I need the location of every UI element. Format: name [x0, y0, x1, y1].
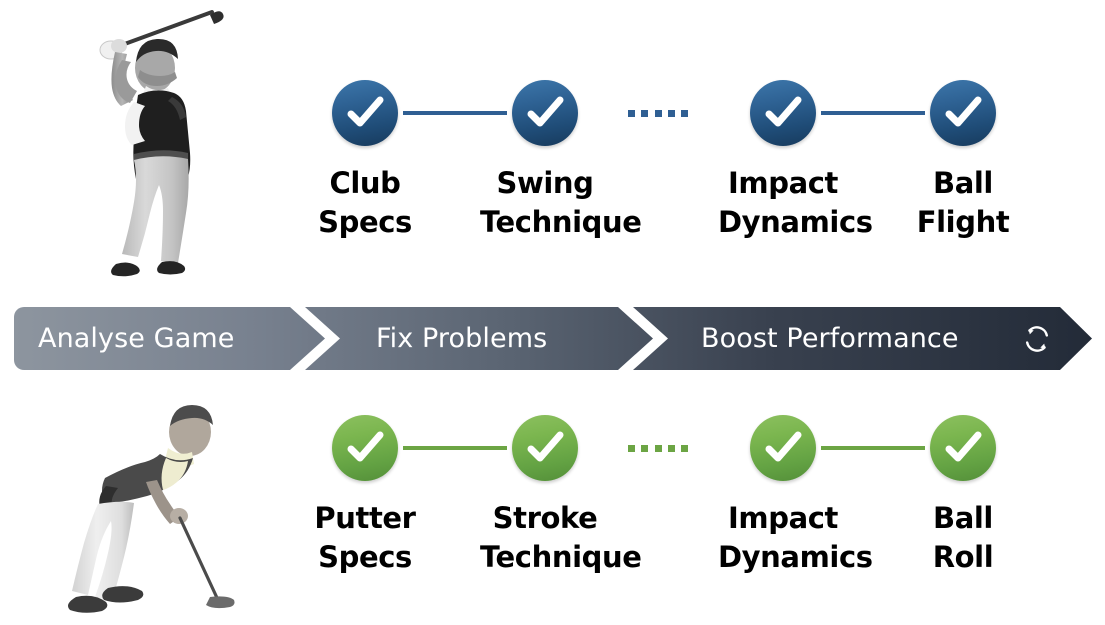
- connector-solid-1: [403, 111, 507, 115]
- status-circle[interactable]: [930, 415, 996, 481]
- process-steps-putting: Putter Specs Stroke Technique Im: [300, 415, 1045, 610]
- banner-stage-label: Boost Performance: [701, 323, 959, 354]
- status-circle[interactable]: [512, 415, 578, 481]
- connector-solid-2: [821, 111, 925, 115]
- step-label: Club Specs: [300, 164, 430, 241]
- connector-dot: [681, 110, 688, 117]
- step-label-line: Ball: [933, 166, 993, 200]
- connector-dot: [681, 445, 688, 452]
- banner-shape: [14, 307, 1092, 370]
- step-label-line: Dynamics: [718, 204, 873, 239]
- step-label-line: Roll: [932, 539, 994, 574]
- connector-dot: [654, 445, 662, 452]
- check-icon: [765, 96, 802, 127]
- step-node-stroke-technique[interactable]: Stroke Technique: [480, 415, 642, 576]
- check-icon: [347, 431, 384, 462]
- check-icon: [765, 431, 802, 462]
- step-label: Putter Specs: [300, 499, 430, 576]
- step-label-line: Putter: [314, 501, 416, 535]
- status-circle[interactable]: [750, 80, 816, 146]
- step-node-club-specs[interactable]: Club Specs: [300, 80, 430, 241]
- connector-dotted: [628, 445, 688, 452]
- step-label-line: Specs: [318, 204, 412, 239]
- step-node-ball-flight[interactable]: Ball Flight: [898, 80, 1028, 241]
- step-label: Impact Dynamics: [718, 164, 873, 241]
- check-icon: [527, 431, 564, 462]
- step-node-swing-technique[interactable]: Swing Technique: [480, 80, 642, 241]
- check-icon: [945, 96, 982, 127]
- banner-stage-label: Analyse Game: [38, 323, 235, 354]
- step-label-line: Impact: [728, 166, 838, 200]
- status-circle[interactable]: [930, 80, 996, 146]
- step-label-line: Specs: [318, 539, 412, 574]
- step-label-line: Flight: [916, 204, 1010, 239]
- step-label-line: Dynamics: [718, 539, 873, 574]
- golfer-putting-illustration: [68, 405, 235, 613]
- connector-dotted: [628, 110, 688, 117]
- status-circle[interactable]: [332, 80, 398, 146]
- check-icon: [347, 96, 384, 127]
- refresh-cycle-icon[interactable]: [1022, 324, 1052, 354]
- step-label: Impact Dynamics: [718, 499, 873, 576]
- check-icon: [527, 96, 564, 127]
- connector-dot: [667, 445, 675, 452]
- step-label-line: Impact: [728, 501, 838, 535]
- step-node-impact-dynamics[interactable]: Impact Dynamics: [718, 415, 873, 576]
- status-circle[interactable]: [750, 415, 816, 481]
- connector-dot: [628, 445, 635, 452]
- golfer-full-swing-illustration: [99, 10, 224, 277]
- step-label-line: Technique: [480, 204, 642, 239]
- check-icon: [945, 431, 982, 462]
- step-label: Stroke Technique: [480, 499, 642, 576]
- connector-dot: [628, 110, 635, 117]
- connector-solid-1: [403, 446, 507, 450]
- banner-stage-label: Fix Problems: [376, 323, 548, 354]
- step-label: Ball Flight: [898, 164, 1028, 241]
- connector-dot: [667, 110, 675, 117]
- step-label-line: Swing: [496, 166, 594, 200]
- step-node-putter-specs[interactable]: Putter Specs: [300, 415, 430, 576]
- step-label-line: Ball: [933, 501, 993, 535]
- connector-solid-2: [821, 446, 925, 450]
- banner-stage-analyse-game[interactable]: Analyse Game: [38, 307, 234, 370]
- step-label-line: Stroke: [492, 501, 598, 535]
- status-circle[interactable]: [332, 415, 398, 481]
- golfer-putting-photo: [60, 392, 265, 622]
- banner-stage-boost-performance[interactable]: Boost Performance: [701, 307, 959, 370]
- step-label: Ball Roll: [898, 499, 1028, 576]
- connector-dot: [641, 445, 649, 452]
- step-label: Swing Technique: [480, 164, 642, 241]
- step-node-ball-roll[interactable]: Ball Roll: [898, 415, 1028, 576]
- golfer-full-swing-photo: [60, 2, 265, 287]
- connector-dot: [641, 110, 649, 117]
- step-label-line: Club: [329, 166, 401, 200]
- banner-stage-fix-problems[interactable]: Fix Problems: [376, 307, 547, 370]
- step-label-line: Technique: [480, 539, 642, 574]
- process-steps-full-swing: Club Specs Swing Technique Impac: [300, 80, 1045, 275]
- connector-dot: [654, 110, 662, 117]
- status-circle[interactable]: [512, 80, 578, 146]
- process-flow-banner: Analyse Game Fix Problems Boost Performa…: [14, 307, 1092, 370]
- step-node-impact-dynamics[interactable]: Impact Dynamics: [718, 80, 873, 241]
